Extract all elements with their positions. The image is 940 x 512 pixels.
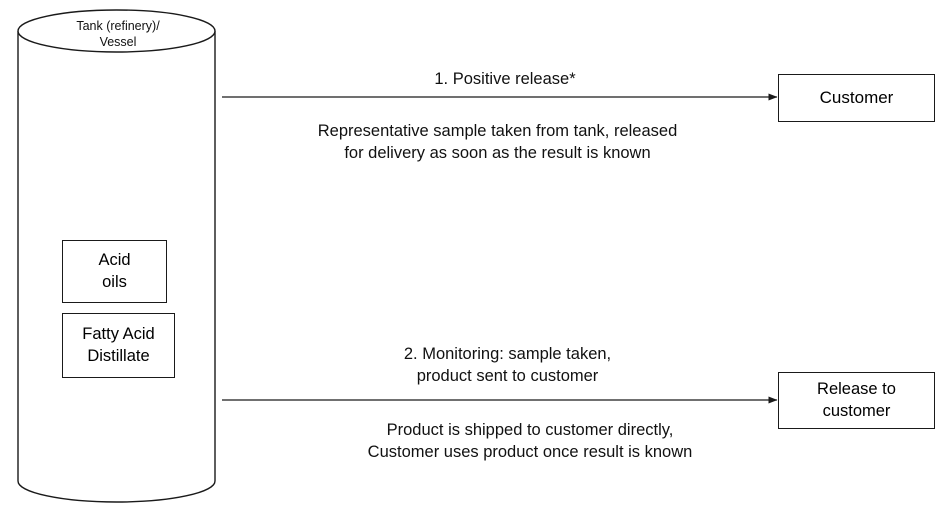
fatty-acid-distillate-label: Fatty Acid Distillate (82, 324, 154, 366)
tank-content-fatty-acid-distillate[interactable]: Fatty Acid Distillate (62, 313, 175, 378)
node-customer[interactable]: Customer (778, 74, 935, 122)
release-to-customer-label: Release to customer (817, 379, 896, 421)
release-line2: customer (822, 401, 891, 420)
node-release-to-customer[interactable]: Release to customer (778, 372, 935, 429)
fad-line1: Fatty Acid (82, 325, 155, 344)
customer-label: Customer (819, 88, 894, 108)
flow1-desc-line1: Representative sample taken from tank, r… (317, 122, 678, 140)
flow-title-positive-release: 1. Positive release* (434, 70, 576, 88)
flow2-desc-line2: Customer uses product once result is kno… (367, 443, 693, 462)
flow2-title-line2: product sent to customer (416, 367, 599, 386)
flow2-title-line1: 2. Monitoring: sample taken, (403, 345, 612, 363)
flow1-desc-line2: for delivery as soon as the result is kn… (344, 144, 651, 163)
tank-bottom-arc (17, 480, 216, 503)
acid-oils-line2: oils (102, 272, 127, 291)
flow-description-monitoring: Product is shipped to customer directly,… (325, 419, 735, 464)
fad-line2: Distillate (87, 346, 150, 365)
tank-content-acid-oils[interactable]: Acid oils (62, 240, 167, 303)
tank-label: Tank (refinery)/ Vessel (38, 18, 198, 51)
flow-description-positive-release: Representative sample taken from tank, r… (280, 120, 715, 165)
flow-title-monitoring: 2. Monitoring: sample taken, product sen… (390, 343, 625, 388)
tank-label-line2: Vessel (99, 35, 137, 50)
acid-oils-line1: Acid (98, 251, 131, 270)
release-line1: Release to (817, 380, 896, 399)
acid-oils-label: Acid oils (98, 250, 130, 292)
flow2-desc-line1: Product is shipped to customer directly, (386, 421, 674, 439)
tank-top-ellipse (17, 9, 216, 53)
tank-label-line1: Tank (refinery)/ (76, 19, 160, 33)
